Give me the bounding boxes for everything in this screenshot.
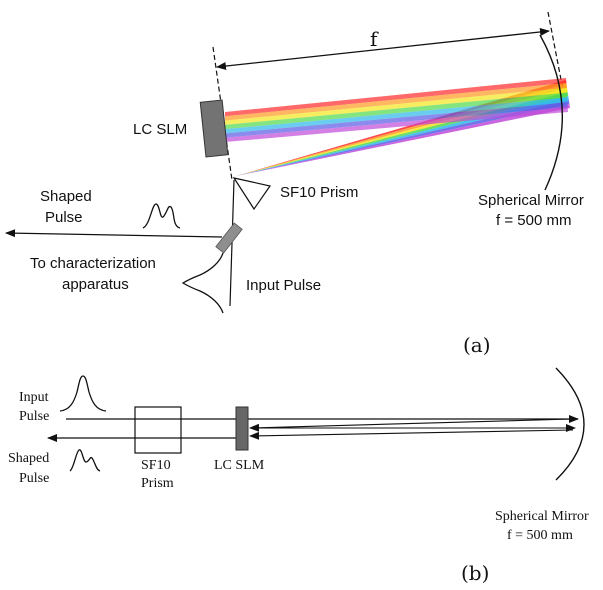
lc-slm-element — [199, 99, 229, 158]
prism-label-1-b: SF10 — [141, 458, 171, 473]
collimated-band — [225, 97, 568, 134]
collimated-spectral-beam — [225, 78, 568, 142]
mirror-name-label-b: Spherical Mirror — [495, 509, 589, 524]
shaped-label-1-a: Shaped — [40, 188, 92, 205]
shaped-pulse-glyph-a — [142, 203, 181, 229]
panel-tag-b: (b) — [461, 561, 489, 585]
input-beam-line — [229, 179, 235, 307]
shaped-label-2-b: Pulse — [19, 471, 49, 486]
focal-length-label: f — [370, 27, 379, 51]
collimated-band — [225, 92, 568, 130]
characterization-label-1: To characterization — [30, 255, 156, 272]
spherical-mirror-b — [555, 367, 585, 481]
return-beam-1 — [249, 418, 574, 432]
input-label-2-b: Pulse — [19, 409, 49, 424]
shaped-label-1-b: Shaped — [8, 451, 49, 466]
spherical-mirror-a — [539, 34, 564, 191]
panel-tag-a: (a) — [463, 333, 491, 357]
panel-a: f LC SLM Spherical Mirror f = 500 mm SF1… — [5, 11, 584, 357]
prism-label-2-b: Prism — [141, 476, 174, 491]
input-pulse-glyph-a — [181, 252, 224, 314]
input-pulse-glyph-b — [59, 375, 107, 412]
beam-splitter — [215, 222, 243, 254]
mirror-name-label-a: Spherical Mirror — [478, 192, 584, 209]
dispersed-fan-beam — [236, 80, 570, 176]
shaped-pulse-glyph-b — [69, 449, 101, 472]
sf10-prism-b — [134, 406, 182, 454]
fan-band — [236, 104, 570, 176]
collimated-band — [225, 82, 567, 121]
focal-length-arrow — [216, 27, 550, 71]
input-pulse-label-a: Input Pulse — [246, 277, 321, 294]
panel-b: SF10 Prism LC SLM Spherical Mirror f = 5… — [8, 367, 589, 585]
mirror-focal-label-b: f = 500 mm — [507, 528, 573, 543]
focal-extension-right — [547, 11, 564, 91]
collimated-band — [225, 87, 567, 125]
collimated-band — [225, 107, 568, 142]
shaped-output-arrow — [5, 229, 223, 238]
lc-slm-label-b: LC SLM — [214, 458, 265, 473]
characterization-label-2: apparatus — [62, 276, 129, 293]
collimated-band — [225, 102, 568, 138]
return-beam-3 — [249, 429, 574, 440]
prism-label-a: SF10 Prism — [280, 184, 358, 201]
input-label-1-b: Input — [19, 390, 49, 405]
collimated-band — [225, 78, 567, 117]
sf10-prism-a — [232, 177, 272, 211]
lc-slm-label: LC SLM — [133, 121, 187, 138]
shaped-label-2-a: Pulse — [45, 209, 83, 226]
mirror-focal-label-a: f = 500 mm — [496, 212, 571, 229]
lc-slm-element-b — [235, 406, 249, 451]
